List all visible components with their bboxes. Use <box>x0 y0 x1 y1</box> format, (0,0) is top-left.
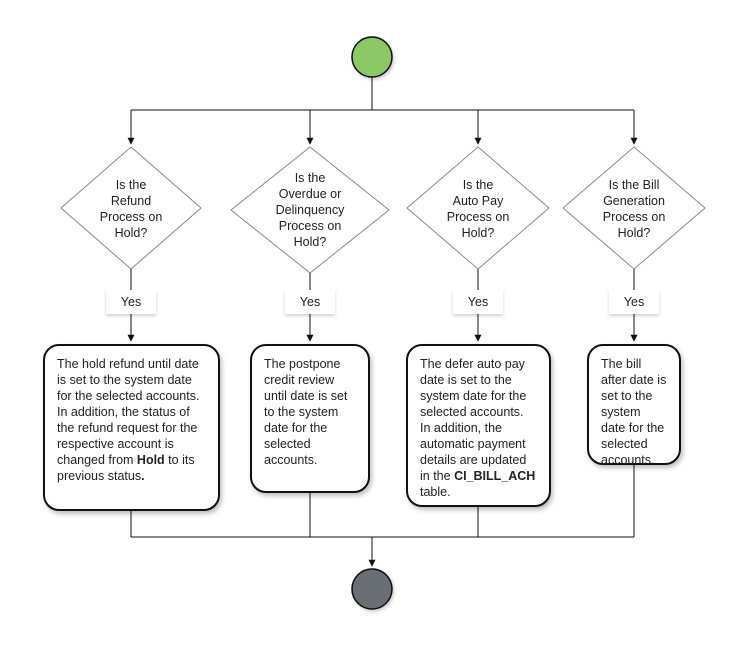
yes-label-bill: Yes <box>609 290 659 314</box>
decision-text-line: Auto Pay <box>452 194 504 208</box>
decision-text-line: Process on <box>602 210 666 224</box>
action-text: The hold refund until date is set to the… <box>57 357 200 467</box>
bold-term: Hold <box>136 453 165 467</box>
action-box-bill: The bill after date is set to the system… <box>587 344 681 467</box>
yes-label-overdue: Yes <box>285 290 335 314</box>
decision-text-line: Is the <box>462 178 494 192</box>
yes-label-refund: Yes <box>106 290 156 314</box>
action-box-refund: The hold refund until date is set to the… <box>43 344 220 511</box>
decision-text-line: Process on <box>446 210 510 224</box>
decision-text-line: Refund <box>110 194 152 208</box>
yes-label-autopay: Yes <box>453 290 503 314</box>
decision-text-line: Generation <box>603 194 665 208</box>
decision-text-line: Hold? <box>293 235 327 249</box>
action-text: to its previous status <box>57 453 195 483</box>
bold-term: . <box>141 469 145 483</box>
decision-text-line: Is the <box>115 178 147 192</box>
action-box-overdue: The postpone credit review until date is… <box>250 344 370 493</box>
action-text: The bill after date is set to the system… <box>601 357 667 467</box>
decision-text-line: Is the <box>294 171 326 185</box>
decision-text-line: Delinquency <box>275 203 345 217</box>
decision-text-line: Hold? <box>617 226 651 240</box>
start-node <box>351 36 393 78</box>
decision-text-line: Hold? <box>114 226 148 240</box>
action-text: The postpone credit review until date is… <box>264 357 348 467</box>
action-text: table. <box>420 485 451 499</box>
decision-text-line: Process on <box>99 210 163 224</box>
bold-term: CI_BILL_ACH <box>454 469 536 483</box>
action-text: The defer auto pay date is set to the sy… <box>420 357 527 483</box>
decision-text-line: Is the Bill <box>608 178 660 192</box>
decision-text-line: Hold? <box>461 226 495 240</box>
end-node <box>351 568 393 610</box>
action-box-autopay: The defer auto pay date is set to the sy… <box>406 344 551 507</box>
decision-text-line: Overdue or <box>278 187 342 201</box>
decision-text-line: Process on <box>278 219 342 233</box>
